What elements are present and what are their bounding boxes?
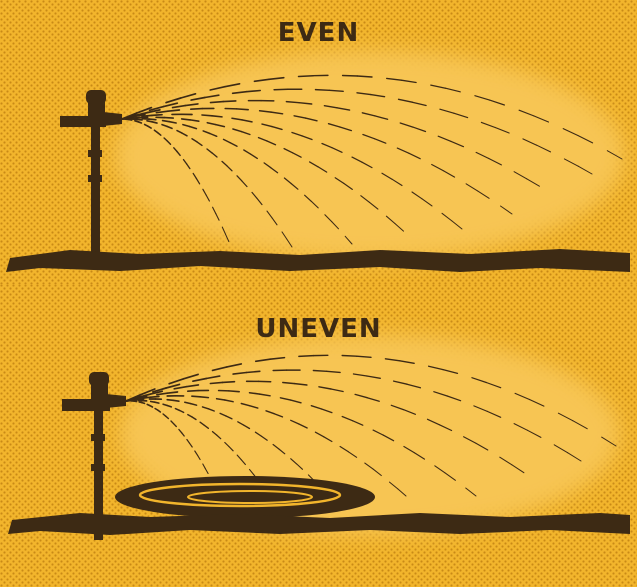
spray-glow bbox=[115, 50, 625, 260]
even-panel: EVEN bbox=[0, 0, 637, 284]
even-label: EVEN bbox=[0, 18, 637, 48]
water-puddle bbox=[115, 476, 375, 518]
uneven-label: UNEVEN bbox=[0, 314, 637, 344]
uneven-panel: UNEVEN bbox=[0, 284, 637, 587]
